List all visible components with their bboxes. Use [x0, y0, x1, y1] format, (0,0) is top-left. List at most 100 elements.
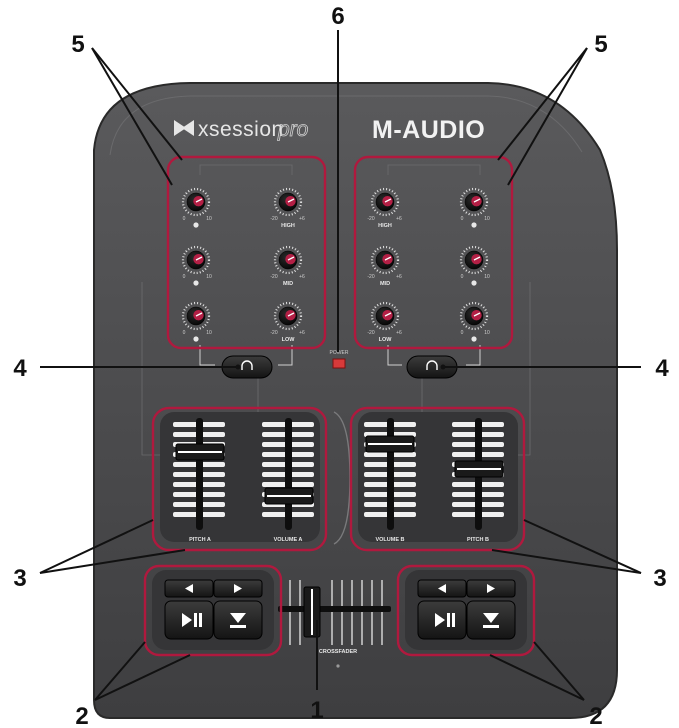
- channel-badge: [471, 280, 477, 286]
- cue-stop-button-left[interactable]: [213, 600, 263, 640]
- transport-left: [164, 579, 263, 640]
- eq-min-label: -20: [367, 216, 374, 222]
- callout-1: 1: [310, 697, 323, 724]
- crossfader-track: [278, 606, 391, 612]
- eq-label-high-right: HIGH: [378, 223, 392, 229]
- eq-label-high-left: HIGH: [281, 223, 295, 229]
- brand-logo: M-AUDIO: [372, 116, 485, 144]
- callout-2-left: 2: [75, 703, 88, 728]
- pitch-a-label: PITCH A: [189, 537, 211, 543]
- callout-5-left: 5: [71, 31, 84, 58]
- arrow-left-icon: [438, 584, 446, 593]
- fader-pitch-a[interactable]: [175, 443, 225, 461]
- play-pause-icon: [182, 613, 202, 627]
- channel-badge: [471, 336, 477, 342]
- fader-volume-b[interactable]: [365, 435, 415, 453]
- device-body: [93, 82, 618, 719]
- channel-badge: [193, 336, 199, 342]
- cue-stop-icon: [230, 613, 246, 628]
- callout-4-left: 4: [13, 355, 27, 382]
- callout-numbers: 1 2 2 3 3 4 4 5 5 6: [13, 3, 669, 728]
- eq-max-label: +6: [396, 216, 402, 222]
- crossfader-dot: [336, 664, 340, 668]
- headphone-icon: [426, 360, 438, 370]
- eq-min-label: -20: [367, 274, 374, 280]
- scale-min-label: 0: [183, 274, 186, 280]
- headphone-icon: [241, 360, 253, 370]
- channel-badge: [471, 222, 477, 228]
- eq-label-mid-right: MID: [380, 281, 390, 287]
- fader-labels: PITCH A VOLUME A VOLUME B PITCH B: [189, 537, 489, 543]
- volume-a-label: VOLUME A: [274, 537, 303, 543]
- leader-lines: [39, 30, 642, 701]
- pitch-bend-down-button-left[interactable]: [164, 579, 214, 598]
- channel-number-badges: [193, 222, 477, 342]
- scale-max-label: 10: [206, 274, 212, 280]
- eq-max-label: +6: [299, 216, 305, 222]
- callout-4-right: 4: [655, 355, 669, 382]
- play-pause-button-left[interactable]: [164, 600, 214, 640]
- highlight-transport-left: [143, 564, 283, 657]
- leader-dots: [235, 364, 446, 370]
- scale-max-label: 10: [206, 330, 212, 336]
- power-led: [332, 358, 346, 369]
- volume-b-label: VOLUME B: [375, 537, 404, 543]
- crossfader-label: CROSSFADER: [319, 649, 357, 655]
- scale-min-label: 0: [183, 216, 186, 222]
- play-pause-icon: [435, 613, 455, 627]
- highlight-faders-right: [349, 406, 526, 552]
- scale-min-label: 0: [461, 330, 464, 336]
- play-pause-button-right[interactable]: [417, 600, 467, 640]
- product-suffix: pro: [277, 118, 309, 141]
- fader-pitch-b[interactable]: [454, 460, 504, 478]
- callout-6: 6: [331, 3, 344, 30]
- cue-bracket-lines: [199, 345, 481, 366]
- cue-stop-button-right[interactable]: [466, 600, 516, 640]
- eq-max-label: +6: [299, 330, 305, 336]
- eq-max-label: +6: [299, 274, 305, 280]
- eq-max-label: +6: [396, 274, 402, 280]
- callout-5-right: 5: [594, 31, 607, 58]
- pitch-bend-up-button-left[interactable]: [213, 579, 263, 598]
- eq-min-label: -20: [270, 216, 277, 222]
- knob-labels: HIGH MID LOW HIGH MID LOW 0 10 -20 +6 0 …: [183, 216, 490, 343]
- eq-min-label: -20: [367, 330, 374, 336]
- scale-max-label: 10: [484, 330, 490, 336]
- xsession-logo: xsession pro: [174, 118, 309, 141]
- transport-right: [417, 579, 516, 640]
- highlight-knobs-left: [166, 155, 327, 350]
- callout-2-right: 2: [589, 703, 602, 728]
- eq-min-label: -20: [270, 330, 277, 336]
- scale-min-label: 0: [183, 330, 186, 336]
- scale-max-label: 10: [206, 216, 212, 222]
- scale-min-label: 0: [461, 274, 464, 280]
- highlight-knobs-right: [353, 155, 514, 350]
- power-label: POWER: [330, 350, 349, 356]
- eq-max-label: +6: [396, 330, 402, 336]
- highlight-boxes: [143, 155, 536, 657]
- callout-3-left: 3: [13, 565, 26, 592]
- callout-3-right: 3: [653, 565, 666, 592]
- cue-stop-icon: [483, 613, 499, 628]
- channel-badge: [193, 280, 199, 286]
- product-name: xsession: [198, 118, 284, 141]
- eq-label-low-right: LOW: [379, 337, 393, 343]
- pitch-bend-up-button-right[interactable]: [466, 579, 516, 598]
- scale-min-label: 0: [461, 216, 464, 222]
- crossfader-ticks: [289, 580, 383, 645]
- scale-max-label: 10: [484, 274, 490, 280]
- arrow-right-icon: [487, 584, 495, 593]
- scale-max-label: 10: [484, 216, 490, 222]
- pitch-bend-down-button-right[interactable]: [417, 579, 467, 598]
- xsession-logo-mark: [174, 120, 194, 136]
- eq-label-mid-left: MID: [283, 281, 293, 287]
- arrow-left-icon: [185, 584, 193, 593]
- pitch-b-label: PITCH B: [467, 537, 489, 543]
- fader-volume-a[interactable]: [264, 487, 314, 505]
- channel-badge: [193, 222, 199, 228]
- highlight-transport-right: [396, 564, 536, 657]
- arrow-right-icon: [234, 584, 242, 593]
- highlight-faders-left: [151, 406, 328, 552]
- eq-label-low-left: LOW: [282, 337, 296, 343]
